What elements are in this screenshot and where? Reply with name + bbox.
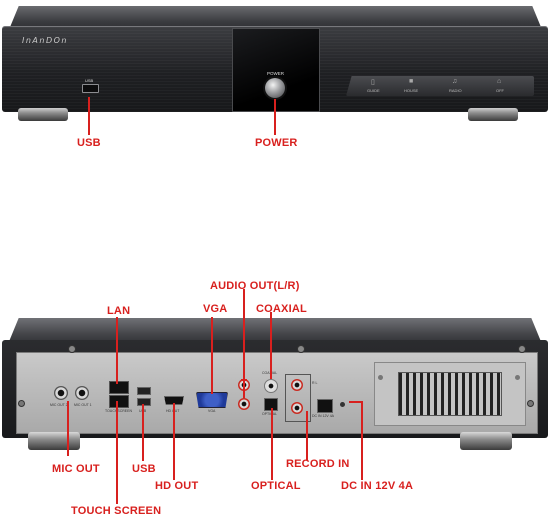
- coaxial-port-label: COAXIAL: [262, 371, 278, 375]
- callout-vga: VGA: [203, 303, 228, 315]
- dc-in-jack: [317, 399, 333, 413]
- record-in-box: [285, 374, 311, 422]
- ground-screw: [340, 402, 345, 407]
- house-icon: ■: [409, 78, 414, 85]
- callout-record-in: RECORD IN: [286, 458, 350, 470]
- screw: [18, 400, 25, 407]
- optical-port: [264, 398, 278, 411]
- callout-dc-in: DC IN 12V 4A: [341, 480, 414, 492]
- vga-port: [196, 392, 228, 408]
- back-usb-label: USB: [139, 409, 147, 413]
- screw: [518, 345, 526, 353]
- record-in-r-jack: [291, 379, 303, 391]
- touch-button-radio-label: RADIO: [449, 88, 462, 93]
- mic-out-2-jack: [54, 386, 68, 400]
- callout-usb-front: USB: [77, 137, 101, 149]
- optical-port-label: OPTICAL: [262, 412, 277, 416]
- front-usb-port: [82, 84, 99, 93]
- back-right-foot: [460, 432, 512, 450]
- callout-touch-screen: TOUCH SCREEN: [71, 505, 162, 517]
- record-in-l-jack: [291, 402, 303, 414]
- power-button-label: POWER: [267, 71, 285, 76]
- coaxial-jack: [264, 379, 278, 393]
- screw: [378, 375, 383, 380]
- radio-icon: ♫: [452, 78, 458, 85]
- mic-out-2-label: MIC OUT 2: [50, 403, 68, 407]
- brand-logo: InAnDOn: [22, 36, 68, 45]
- back-top-cover: [8, 318, 542, 344]
- callout-usb-back: USB: [132, 463, 156, 475]
- power-button: [265, 78, 285, 98]
- hdmi-port: [164, 396, 184, 405]
- callout-hd-out: HD OUT: [155, 480, 199, 492]
- touch-button-panel: [346, 76, 534, 96]
- callout-mic-out: MIC OUT: [52, 463, 100, 475]
- touch-button-off: ⌂ OFF: [486, 78, 516, 94]
- touchscreen-port: [109, 395, 129, 408]
- touchscreen-port-label: TOUCHSCREEN: [105, 409, 132, 413]
- callout-power: POWER: [255, 137, 298, 149]
- screw: [515, 375, 520, 380]
- screw: [297, 345, 305, 353]
- front-display-screen: [232, 28, 320, 112]
- dc-in-label: DC IN 12V 4A: [312, 414, 334, 418]
- lan-port: [109, 381, 129, 394]
- callout-coaxial: COAXIAL: [256, 303, 307, 315]
- hd-out-label: HD OUT: [166, 409, 180, 413]
- record-in-label: R L: [312, 381, 318, 385]
- front-left-foot: [18, 108, 68, 121]
- screw: [527, 400, 534, 407]
- touch-button-guide-label: GUIDE: [367, 88, 380, 93]
- callout-lan: LAN: [107, 305, 131, 317]
- mic-out-1-label: MIC OUT 1: [74, 403, 92, 407]
- touch-button-off-label: OFF: [496, 88, 504, 93]
- screw: [68, 345, 76, 353]
- touch-button-guide: ▯ GUIDE: [360, 78, 390, 94]
- callout-optical: OPTICAL: [251, 480, 301, 492]
- back-device-image: MIC OUT 2 MIC OUT 1 TOUCHSCREEN USB HD O…: [0, 318, 550, 458]
- touch-button-house: ■ HOUSE: [398, 78, 428, 94]
- touch-button-house-label: HOUSE: [404, 88, 419, 93]
- back-usb-port: [137, 398, 151, 406]
- front-device-image: InAnDOn USB POWER ▯ GUIDE ■ HOUSE ♫ RADI…: [0, 0, 550, 125]
- vga-port-label: VGA: [208, 409, 216, 413]
- touch-button-radio: ♫ RADIO: [442, 78, 472, 94]
- front-right-foot: [468, 108, 518, 121]
- audio-out-l-jack: [238, 398, 250, 410]
- audio-out-r-jack: [238, 379, 250, 391]
- off-icon: ⌂: [497, 78, 502, 85]
- mic-out-1-jack: [75, 386, 89, 400]
- vent-grille: [398, 372, 502, 416]
- front-usb-port-label: USB: [85, 78, 94, 83]
- callout-audio-out: AUDIO OUT(L/R): [210, 280, 300, 292]
- guide-icon: ▯: [371, 79, 375, 86]
- back-usb-port: [137, 387, 151, 395]
- back-left-foot: [28, 432, 80, 450]
